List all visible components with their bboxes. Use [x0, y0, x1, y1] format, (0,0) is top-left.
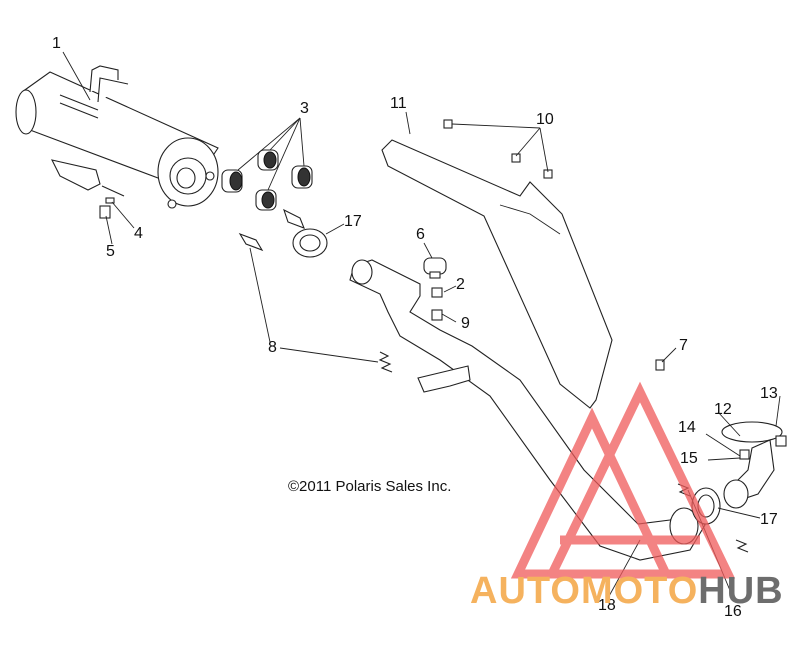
heat-shield	[381, 139, 613, 409]
bracket	[417, 365, 471, 393]
callout-3: 3	[300, 100, 309, 117]
nut-2	[431, 287, 443, 298]
callout-8: 8	[268, 339, 277, 356]
brand-part-1: AUTOMOTO	[470, 570, 699, 612]
sensor-cap	[423, 257, 447, 279]
callout-11: 11	[390, 95, 407, 112]
spacer-upper	[283, 208, 305, 229]
callout-16: 16	[724, 603, 742, 620]
bolt-9	[431, 309, 443, 321]
callout-14: 14	[678, 419, 696, 436]
callout-18: 18	[598, 597, 616, 614]
grommets	[221, 149, 313, 211]
callout-9: 9	[461, 315, 470, 332]
washer-4	[105, 197, 115, 204]
callout-17-lower: 17	[760, 511, 778, 528]
copyright-notice: ©2011 Polaris Sales Inc.	[288, 478, 452, 495]
muffler	[15, 65, 219, 209]
leader-lines	[62, 51, 781, 601]
callout-6: 6	[416, 226, 425, 243]
end-tip	[721, 421, 787, 509]
bolt-7	[655, 359, 665, 371]
callout-13: 13	[760, 385, 778, 402]
callout-15: 15	[680, 450, 698, 467]
watermark-logo	[510, 381, 736, 579]
rivet	[99, 205, 111, 219]
callout-12: 12	[714, 401, 732, 418]
callout-17-upper: 17	[344, 213, 362, 230]
brand-part-2: HUB	[698, 570, 784, 612]
callout-4: 4	[134, 225, 143, 242]
spacer-lower	[238, 232, 264, 252]
watermark-brand: AUTOMOTOHUB	[470, 572, 784, 610]
callout-1: 1	[52, 35, 61, 52]
callout-2: 2	[456, 276, 465, 293]
callout-7: 7	[679, 337, 688, 354]
spring-8	[378, 351, 393, 373]
callout-5: 5	[106, 243, 115, 260]
callout-10: 10	[536, 111, 554, 128]
spring-right	[735, 539, 749, 553]
